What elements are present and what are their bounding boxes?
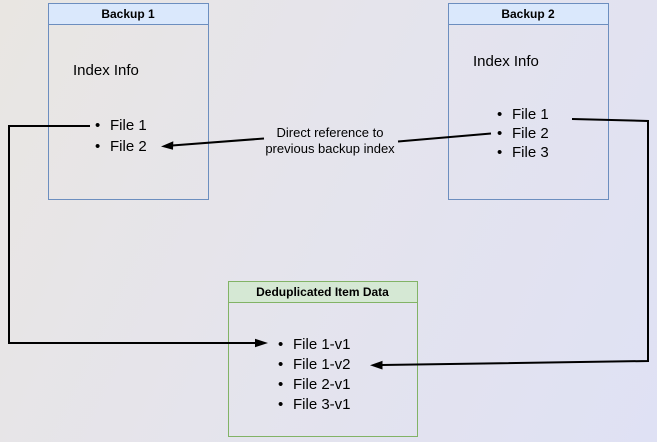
file-label: File 3-v1: [293, 396, 351, 413]
annotation-line1: Direct reference to: [276, 125, 384, 140]
file-label: File 1-v2: [293, 356, 351, 373]
list-item: • File 1-v1: [278, 335, 351, 355]
list-item: • File 2-v1: [278, 375, 351, 395]
backup1-file-list: • File 1 • File 2: [95, 115, 147, 157]
file-label: File 1: [110, 117, 147, 134]
list-item: • File 1: [95, 115, 147, 136]
bullet-icon: •: [95, 117, 101, 134]
file-label: File 2: [512, 125, 549, 142]
bullet-icon: •: [278, 356, 284, 373]
list-item: • File 2: [95, 136, 147, 157]
list-item: • File 3-v1: [278, 395, 351, 415]
bullet-icon: •: [95, 138, 101, 155]
file-label: File 3: [512, 144, 549, 161]
bullet-icon: •: [278, 376, 284, 393]
backup2-title: Backup 2: [448, 4, 608, 25]
list-item: • File 1-v2: [278, 355, 351, 375]
dedup-box: Deduplicated Item Data: [227, 281, 418, 437]
backup1-box: Backup 1: [47, 3, 209, 200]
dedup-title: Deduplicated Item Data: [228, 282, 417, 303]
bullet-icon: •: [497, 125, 503, 142]
direct-reference-annotation: Direct reference to previous backup inde…: [240, 125, 420, 157]
file-label: File 2-v1: [293, 376, 351, 393]
backup2-box: Backup 2: [447, 3, 609, 200]
file-label: File 2: [110, 138, 147, 155]
bullet-icon: •: [497, 106, 503, 123]
list-item: • File 1: [497, 105, 549, 124]
bullet-icon: •: [497, 144, 503, 161]
backup1-title: Backup 1: [48, 4, 208, 25]
dedup-item-list: • File 1-v1 • File 1-v2 • File 2-v1 • Fi…: [278, 335, 351, 415]
bullet-icon: •: [278, 396, 284, 413]
backup1-index-info-label: Index Info: [73, 62, 139, 79]
annotation-line2: previous backup index: [265, 141, 395, 156]
backup2-index-info-label: Index Info: [473, 53, 539, 70]
list-item: • File 3: [497, 143, 549, 162]
bullet-icon: •: [278, 336, 284, 353]
file-label: File 1: [512, 106, 549, 123]
list-item: • File 2: [497, 124, 549, 143]
backup2-file-list: • File 1 • File 2 • File 3: [497, 105, 549, 162]
file-label: File 1-v1: [293, 336, 351, 353]
